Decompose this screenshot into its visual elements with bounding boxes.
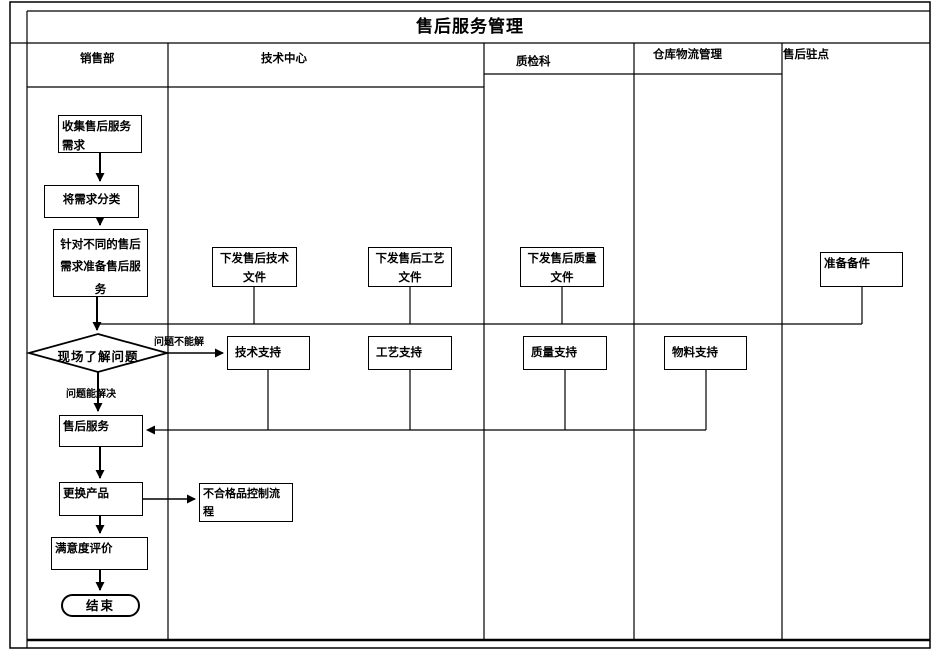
node-tech-support: 技术支持 — [227, 336, 310, 370]
decision-diamond-shape — [25, 333, 171, 373]
lane-header-quality: 质检科 — [516, 54, 551, 68]
node-nonconforming-flow: 不合格品控制流程 — [199, 483, 293, 522]
edge-label-cannot-solve: 问题不能解 — [154, 337, 204, 348]
node-replace-product: 更换产品 — [59, 482, 143, 516]
outer-border — [9, 1, 931, 649]
node-material-support: 物料支持 — [664, 336, 747, 370]
node-aftersales-service: 售后服务 — [59, 415, 143, 447]
page-title: 售后服务管理 — [416, 17, 524, 37]
node-issue-process-doc: 下发售后工艺文件 — [368, 247, 452, 287]
lane-header-tech-center: 技术中心 — [261, 51, 307, 65]
node-prepare-spares: 准备备件 — [820, 252, 903, 287]
edge-label-can-solve: 问题能解决 — [66, 389, 116, 400]
node-prepare-service: 针对不同的售后需求准备售后服务 — [53, 229, 148, 297]
node-end-terminator: 结束 — [61, 594, 140, 617]
node-quality-support: 质量支持 — [523, 336, 607, 370]
node-classify-needs: 将需求分类 — [44, 185, 139, 218]
lane-header-station: 售后驻点 — [783, 47, 829, 61]
node-issue-quality-doc: 下发售后质量文件 — [520, 247, 604, 287]
node-process-support: 工艺支持 — [368, 336, 452, 370]
node-satisfaction-review: 满意度评价 — [51, 537, 148, 570]
node-collect-needs: 收集售后服务需求 — [58, 115, 142, 153]
lane-header-warehouse: 仓库物流管理 — [653, 47, 722, 61]
lane-header-sales: 销售部 — [80, 51, 115, 65]
node-issue-tech-doc: 下发售后技术文件 — [212, 247, 297, 287]
decision-onsite-question: 现场了解问题 — [57, 349, 139, 364]
